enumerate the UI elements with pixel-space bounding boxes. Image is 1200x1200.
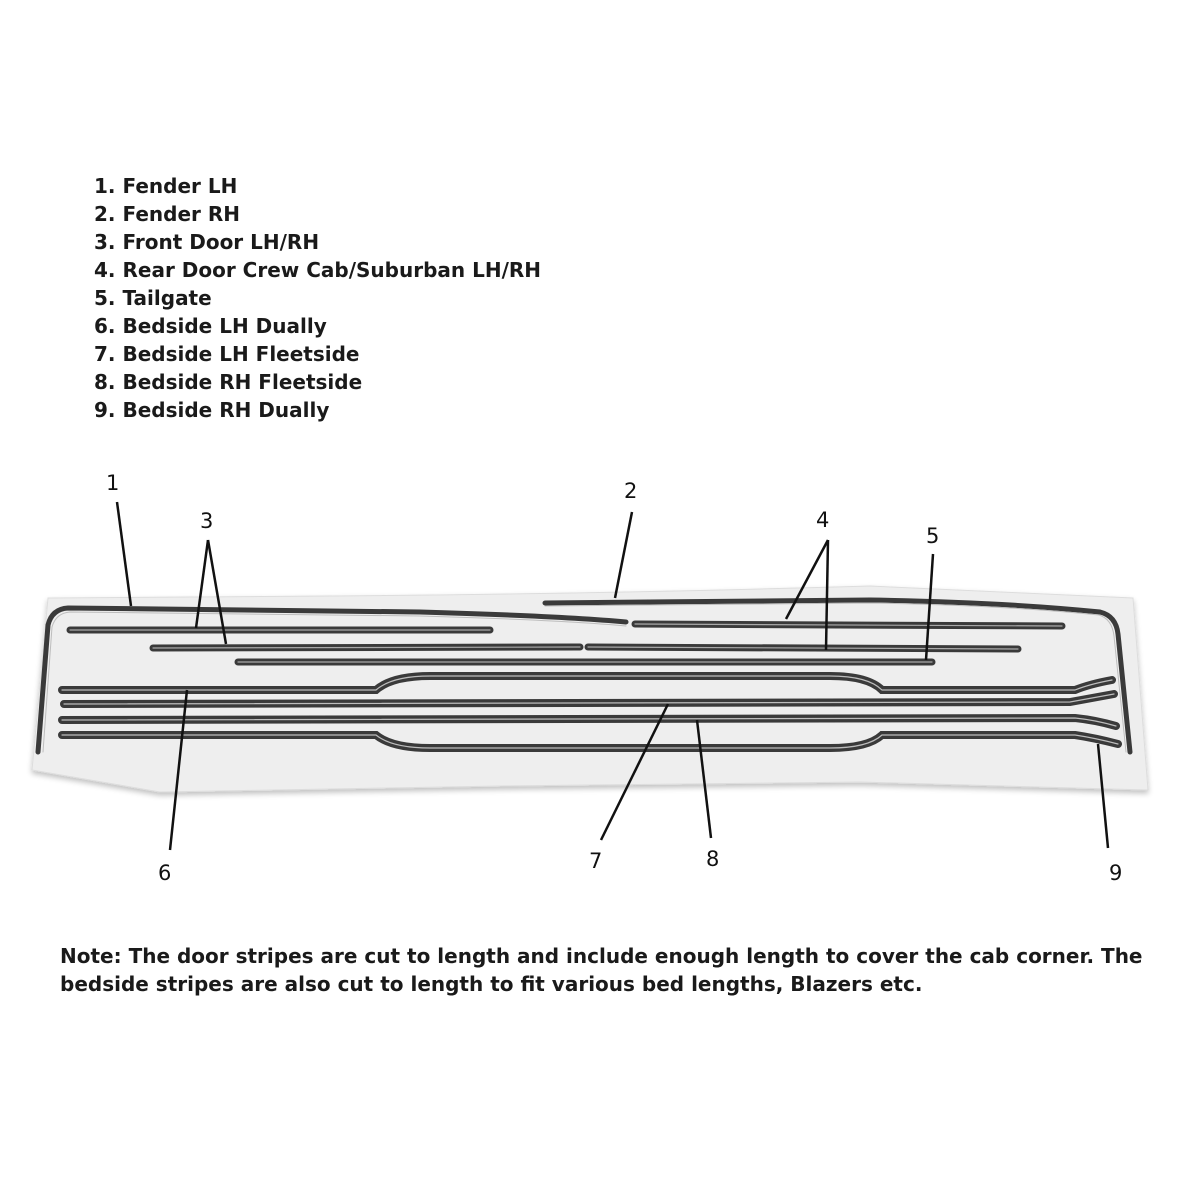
stripe-fender-rh: [542, 597, 1133, 755]
stripe-bedside-lh-dually: [58, 672, 1116, 694]
stripe-bedside-rh-fleetside: [58, 713, 1120, 730]
callout-number-3: 3: [200, 509, 213, 533]
stripe-kit-diagram: 1 2 3 4 5 6 7 8 9: [31, 471, 1149, 885]
stripe-fender-lh: [35, 605, 629, 755]
stripe-bedside-rh-dually: [58, 731, 1122, 752]
callout-number-4: 4: [816, 508, 829, 532]
stripe-front-door-rh: [149, 643, 584, 652]
callout-number-2: 2: [624, 479, 637, 503]
legend-item-fender-lh: 1. Fender LH: [94, 174, 238, 198]
legend-item-front-door: 3. Front Door LH/RH: [94, 230, 320, 254]
callout-number-1: 1: [106, 471, 119, 495]
callout-number-7: 7: [589, 849, 602, 873]
callout-number-8: 8: [706, 847, 719, 871]
legend-item-tailgate: 5. Tailgate: [94, 286, 212, 310]
leader-line-4b: [824, 539, 830, 651]
stripe-bedside-lh-fleetside: [60, 690, 1118, 708]
stripe-rear-door-lh: [631, 620, 1066, 630]
legend-item-fender-rh: 2. Fender RH: [94, 202, 240, 226]
leader-line-4a: [784, 539, 830, 620]
stripe-rear-door-rh: [584, 643, 1022, 653]
leader-line-5: [924, 553, 935, 661]
callout-number-9: 9: [1109, 861, 1122, 885]
leader-line-8: [695, 719, 713, 839]
leader-line-2: [613, 511, 634, 599]
legend-item-bedside-lh-dually: 6. Bedside LH Dually: [94, 314, 327, 338]
callout-number-6: 6: [158, 861, 171, 885]
leader-line-6: [168, 689, 189, 851]
legend-item-bedside-rh-fleetside: 8. Bedside RH Fleetside: [94, 370, 363, 394]
leader-line-3a: [194, 539, 210, 629]
installation-note: Note: The door stripes are cut to length…: [60, 944, 1143, 996]
leader-line-7: [599, 703, 670, 841]
callout-number-5: 5: [926, 524, 939, 548]
leader-line-3b: [206, 539, 228, 645]
legend-item-bedside-rh-dually: 9. Bedside RH Dually: [94, 398, 330, 422]
legend-item-rear-door: 4. Rear Door Crew Cab/Suburban LH/RH: [94, 258, 542, 282]
leader-line-1: [115, 501, 133, 607]
legend-item-bedside-lh-fleetside: 7. Bedside LH Fleetside: [94, 342, 360, 366]
leader-line-9: [1096, 743, 1110, 849]
parts-legend: 1. Fender LH 2. Fender RH 3. Front Door …: [94, 172, 541, 424]
